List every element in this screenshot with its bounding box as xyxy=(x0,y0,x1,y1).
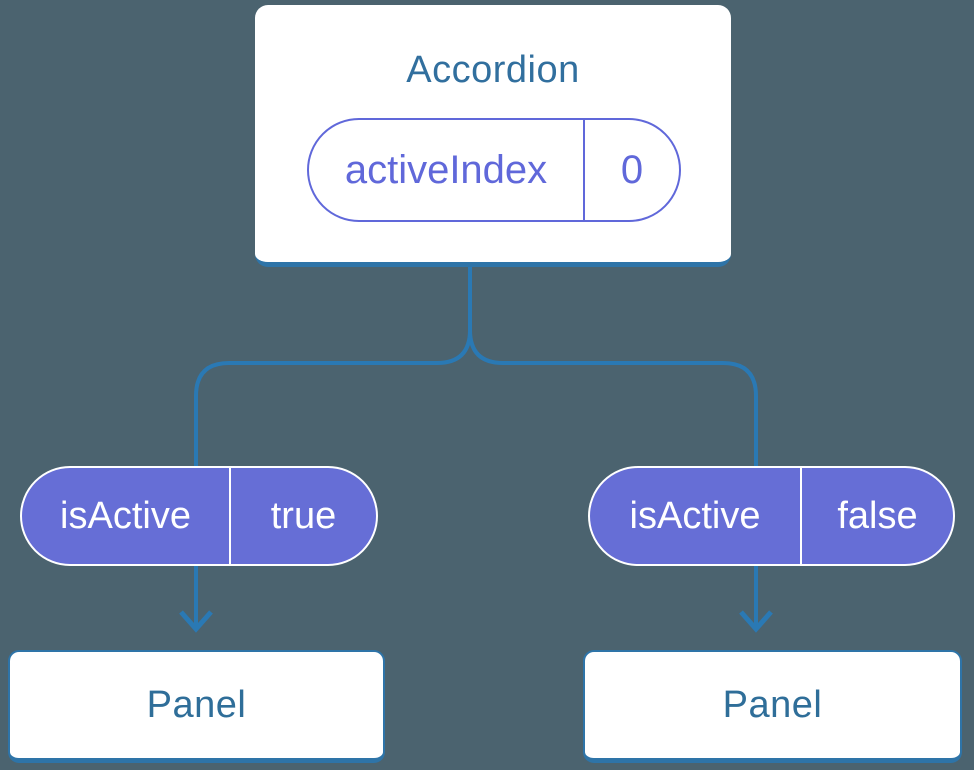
panel-card-right: Panel xyxy=(583,650,962,763)
prop-pill-left-value: true xyxy=(270,494,337,537)
prop-pill-right-value: false xyxy=(837,494,918,537)
panel-right-label: Panel xyxy=(722,683,823,726)
state-pill-name: activeIndex xyxy=(309,120,585,220)
isactive-prop-pill-right: isActive false xyxy=(588,466,955,566)
isactive-prop-pill-left: isActive true xyxy=(20,466,378,566)
panel-card-left: Panel xyxy=(8,650,385,763)
accordion-title: Accordion xyxy=(406,49,580,91)
panel-left-label: Panel xyxy=(146,683,247,726)
prop-pill-left-name: isActive xyxy=(22,468,231,564)
arrowhead-right-icon xyxy=(739,610,773,633)
activeindex-state-pill: activeIndex 0 xyxy=(307,118,681,222)
connector-right xyxy=(468,265,758,627)
connector-left xyxy=(194,265,472,627)
prop-pill-right-name: isActive xyxy=(590,468,802,564)
state-pill-value: 0 xyxy=(620,147,644,192)
arrowhead-left-icon xyxy=(179,610,213,633)
accordion-card: Accordion activeIndex 0 xyxy=(255,5,731,267)
